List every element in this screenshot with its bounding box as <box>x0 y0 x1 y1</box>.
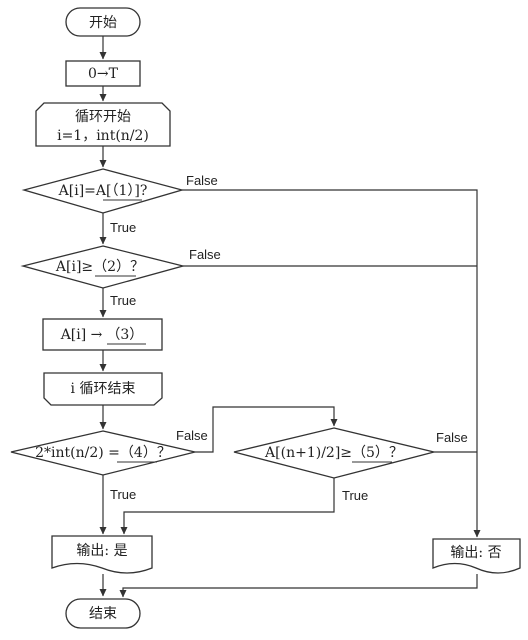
blank-2: （2） <box>93 259 130 275</box>
assign-process: A[i] →（3） <box>42 318 163 351</box>
label-true-cond5: True <box>342 488 368 503</box>
output-yes-label: 输出: 是 <box>76 543 127 559</box>
output-yes: 输出: 是 <box>51 535 153 574</box>
end-label: 结束 <box>89 606 117 622</box>
label-false-cond1: False <box>186 173 218 188</box>
output-no-label: 输出: 否 <box>450 545 501 561</box>
decision-4-text: 2*int(n/2) =（4）？ <box>35 445 171 461</box>
label-true-cond2: True <box>110 293 136 308</box>
label-true-cond4: True <box>110 487 136 502</box>
loop-start: 循环开始 i=1，int(n/2) <box>35 102 171 147</box>
edge-cond1-false <box>182 189 481 538</box>
decision-2-text: A[i]≥（2）？ <box>55 259 144 275</box>
edge-outno-end <box>119 574 478 598</box>
label-true-cond1: True <box>110 220 136 235</box>
start-node: 开始 <box>65 7 141 37</box>
output-no: 输出: 否 <box>432 538 521 574</box>
label-false-cond5: False <box>436 430 468 445</box>
edge-labels: False True False True False False True T… <box>110 173 468 503</box>
loop-start-line1: 循环开始 <box>75 109 131 125</box>
label-false-cond4: False <box>176 428 208 443</box>
decision-5-text: A[(n+1)/2]≥（5）？ <box>264 445 403 461</box>
decision-1: A[i]=A[（1）]? <box>21 168 185 214</box>
loop-start-line2: i=1，int(n/2) <box>57 128 149 144</box>
blank-1: （1） <box>111 183 134 199</box>
start-label: 开始 <box>89 15 117 31</box>
connectors <box>99 36 481 598</box>
blank-5: （5） <box>352 445 389 461</box>
blank-4: （4） <box>120 445 157 461</box>
decision-4: 2*int(n/2) =（4）？ <box>10 430 196 476</box>
edge-cond4-false <box>195 406 338 453</box>
loop-end-label: i 循环结束 <box>71 381 136 397</box>
blank-3: （3） <box>106 327 143 343</box>
decision-2: A[i]≥（2）？ <box>20 245 186 289</box>
label-false-cond2: False <box>189 247 221 262</box>
init-label: 0→T <box>88 66 119 82</box>
decision-1-text: A[i]=A[（1）]? <box>58 183 148 199</box>
end-node: 结束 <box>65 598 141 629</box>
loop-end: i 循环结束 <box>43 372 163 406</box>
decision-5: A[(n+1)/2]≥（5）？ <box>233 427 435 479</box>
assign-text: A[i] →（3） <box>60 327 144 343</box>
edge-cond5-true <box>120 478 335 535</box>
init-process: 0→T <box>65 60 141 87</box>
